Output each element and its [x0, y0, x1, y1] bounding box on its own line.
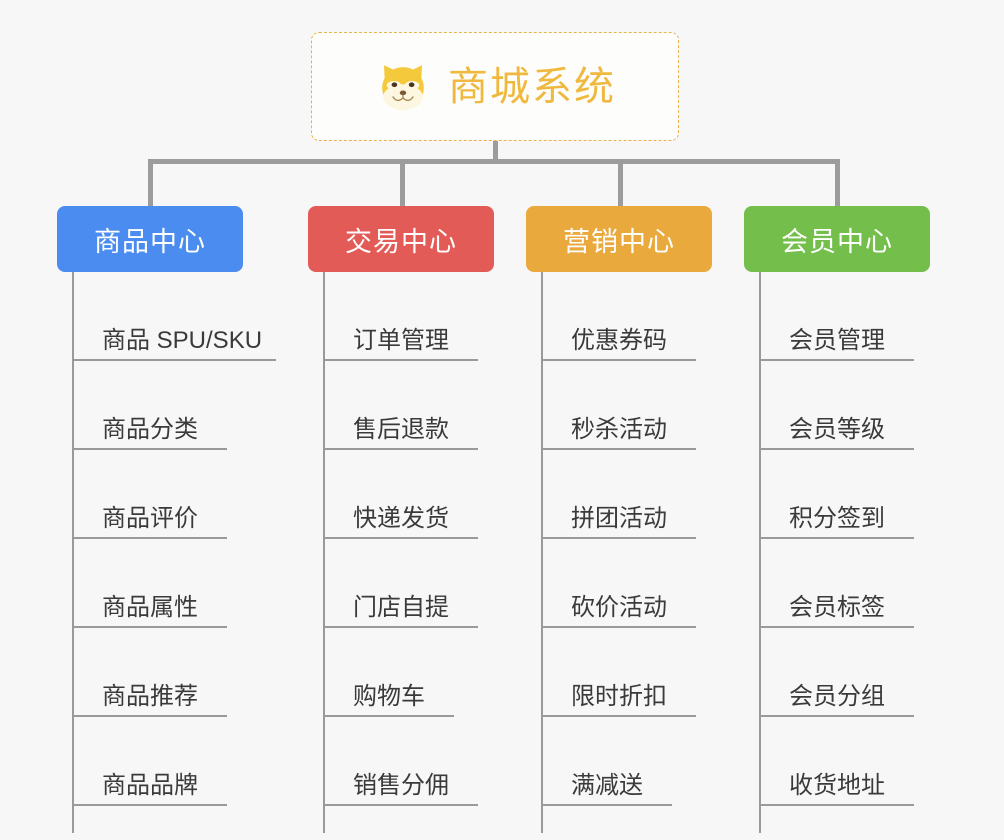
- leaf-column-member-center: 会员管理 会员等级 积分签到 会员标签 会员分组 收货地址: [759, 272, 914, 833]
- leaf-underline: [759, 715, 914, 717]
- leaf-underline: [759, 804, 914, 806]
- leaf-rail: [541, 272, 543, 833]
- leaf-label: 满减送: [571, 771, 643, 799]
- leaf-underline: [72, 626, 227, 628]
- connector-drop-product-center: [148, 159, 153, 207]
- leaf-underline: [72, 448, 227, 450]
- list-item[interactable]: 满减送: [541, 717, 672, 806]
- leaf-underline: [72, 359, 276, 361]
- list-item[interactable]: 砍价活动: [541, 539, 696, 628]
- leaf-underline: [541, 804, 672, 806]
- leaf-label: 商品评价: [102, 504, 198, 532]
- list-item[interactable]: 会员分组: [759, 628, 914, 717]
- leaf-label: 订单管理: [353, 326, 449, 354]
- root-node-card[interactable]: 商城系统: [311, 32, 679, 141]
- leaf-underline: [541, 448, 696, 450]
- leaf-underline: [323, 359, 478, 361]
- root-node-title: 商城系统: [448, 64, 616, 109]
- leaf-underline: [72, 804, 227, 806]
- leaf-underline: [541, 537, 696, 539]
- list-item[interactable]: 商品推荐: [72, 628, 262, 717]
- leaf-rail: [759, 272, 761, 833]
- list-item[interactable]: 商品属性: [72, 539, 262, 628]
- list-item[interactable]: 积分签到: [759, 450, 914, 539]
- leaf-underline: [541, 359, 696, 361]
- list-item[interactable]: 商品评价: [72, 450, 262, 539]
- branch-header-label: 商品中心: [94, 226, 206, 257]
- leaf-underline: [323, 715, 454, 717]
- connector-root-stem: [493, 141, 498, 162]
- leaf-label: 会员等级: [789, 415, 885, 443]
- leaf-label: 商品 SPU/SKU: [102, 326, 263, 354]
- list-item[interactable]: 门店自提: [323, 539, 478, 628]
- list-item[interactable]: 收货地址: [759, 717, 914, 806]
- leaf-label: 销售分佣: [353, 771, 449, 799]
- list-item[interactable]: 会员管理: [759, 272, 914, 361]
- leaf-label: 商品推荐: [102, 682, 198, 710]
- list-item[interactable]: 售后退款: [323, 361, 478, 450]
- leaf-label: 拼团活动: [571, 504, 667, 532]
- leaf-label: 收货地址: [789, 771, 885, 799]
- leaf-label: 优惠券码: [571, 326, 667, 354]
- list-item[interactable]: 订单管理: [323, 272, 478, 361]
- list-item[interactable]: 会员等级: [759, 361, 914, 450]
- leaf-label: 会员标签: [789, 593, 885, 621]
- leaf-column-trade-center: 订单管理 售后退款 快递发货 门店自提 购物车 销售分佣: [323, 272, 478, 833]
- list-item[interactable]: 快递发货: [323, 450, 478, 539]
- leaf-underline: [323, 804, 478, 806]
- leaf-underline: [72, 715, 227, 717]
- list-item[interactable]: 商品 SPU/SKU: [72, 272, 276, 361]
- list-item[interactable]: 秒杀活动: [541, 361, 696, 450]
- leaf-label: 购物车: [353, 682, 425, 710]
- leaf-underline: [759, 359, 914, 361]
- list-item[interactable]: 拼团活动: [541, 450, 696, 539]
- branch-header-member-center[interactable]: 会员中心: [744, 206, 930, 272]
- leaf-label: 积分签到: [789, 504, 885, 532]
- leaf-underline: [541, 626, 696, 628]
- leaf-label: 限时折扣: [571, 682, 667, 710]
- list-item[interactable]: 限时折扣: [541, 628, 696, 717]
- leaf-underline: [759, 626, 914, 628]
- leaf-label: 商品品牌: [102, 771, 198, 799]
- leaf-underline: [72, 537, 227, 539]
- leaf-label: 商品分类: [102, 415, 198, 443]
- shiba-dog-face-icon: [374, 58, 432, 116]
- leaf-underline: [323, 448, 478, 450]
- leaf-label: 会员管理: [789, 326, 885, 354]
- list-item[interactable]: 优惠券码: [541, 272, 696, 361]
- leaf-label: 售后退款: [353, 415, 449, 443]
- leaf-label: 砍价活动: [571, 593, 667, 621]
- connector-horizontal-bus: [148, 159, 840, 164]
- leaf-label: 门店自提: [353, 593, 449, 621]
- leaf-column-marketing-center: 优惠券码 秒杀活动 拼团活动 砍价活动 限时折扣 满减送: [541, 272, 696, 833]
- list-item[interactable]: 商品分类: [72, 361, 262, 450]
- leaf-label: 商品属性: [102, 593, 198, 621]
- branch-header-trade-center[interactable]: 交易中心: [308, 206, 494, 272]
- leaf-rail: [72, 272, 74, 833]
- branch-header-product-center[interactable]: 商品中心: [57, 206, 243, 272]
- branch-header-label: 会员中心: [781, 226, 893, 257]
- leaf-label: 秒杀活动: [571, 415, 667, 443]
- list-item[interactable]: 会员标签: [759, 539, 914, 628]
- leaf-label: 快递发货: [353, 504, 449, 532]
- leaf-rail: [323, 272, 325, 833]
- connector-drop-member-center: [835, 159, 840, 207]
- list-item[interactable]: 商品品牌: [72, 717, 262, 806]
- leaf-underline: [759, 448, 914, 450]
- branch-header-label: 交易中心: [345, 226, 457, 257]
- leaf-underline: [759, 537, 914, 539]
- connector-drop-trade-center: [400, 159, 405, 207]
- leaf-label: 会员分组: [789, 682, 885, 710]
- leaf-underline: [323, 626, 478, 628]
- leaf-underline: [323, 537, 478, 539]
- branch-header-label: 营销中心: [563, 226, 675, 257]
- connector-drop-marketing-center: [618, 159, 623, 207]
- leaf-underline: [541, 715, 696, 717]
- list-item[interactable]: 销售分佣: [323, 717, 478, 806]
- leaf-column-product-center: 商品 SPU/SKU 商品分类 商品评价 商品属性 商品推荐 商品品牌: [72, 272, 276, 833]
- branch-header-marketing-center[interactable]: 营销中心: [526, 206, 712, 272]
- list-item[interactable]: 购物车: [323, 628, 454, 717]
